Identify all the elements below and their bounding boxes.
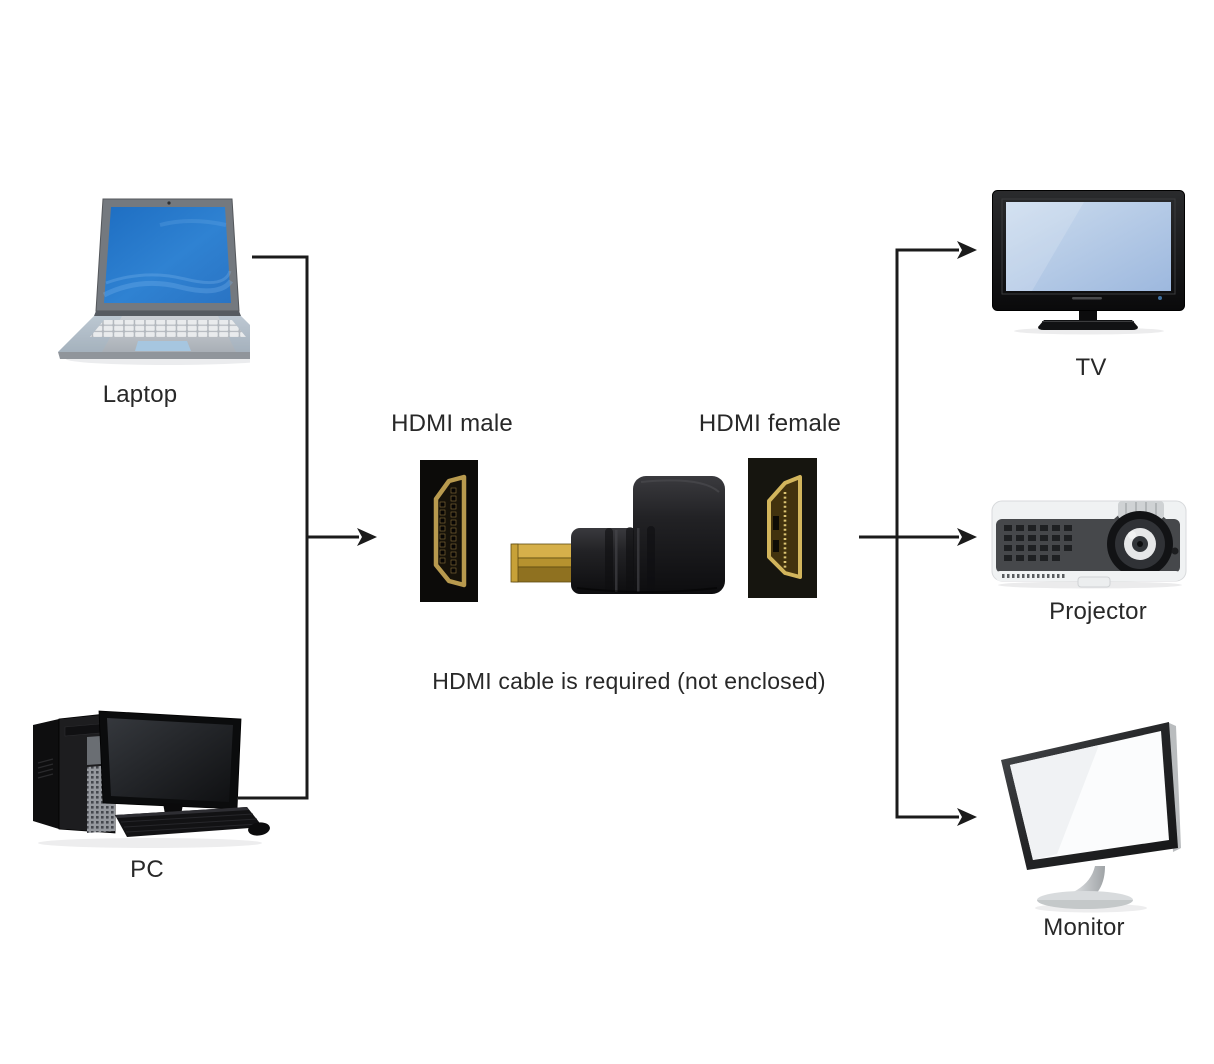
- projector-image: [991, 500, 1187, 589]
- arrow-icon: [357, 528, 377, 546]
- tv-label: TV: [1075, 354, 1107, 381]
- hdmi-female-connector-image: [748, 458, 817, 598]
- hdmi-male-connector-image: [420, 460, 478, 602]
- arrow-icon: [957, 528, 977, 546]
- note-text: HDMI cable is required (not enclosed): [432, 668, 826, 694]
- pc-label: PC: [130, 856, 164, 883]
- laptop-label: Laptop: [102, 381, 178, 408]
- hdmi-female-label: HDMI female: [698, 410, 842, 437]
- tv-image: [992, 190, 1185, 335]
- hdmi-male-label: HDMI male: [391, 410, 513, 437]
- arrow-icon: [957, 808, 977, 826]
- sources-junction-line: [238, 255, 309, 800]
- projector-label: Projector: [1049, 598, 1147, 625]
- arrow-icon: [957, 241, 977, 259]
- laptop-image: [58, 198, 250, 365]
- destinations-junction-line: [895, 248, 959, 819]
- monitor-label: Monitor: [1043, 914, 1125, 941]
- hdmi-right-angle-adapter-image: [510, 476, 725, 594]
- monitor-image: [1001, 722, 1181, 913]
- pc-image: [33, 710, 270, 848]
